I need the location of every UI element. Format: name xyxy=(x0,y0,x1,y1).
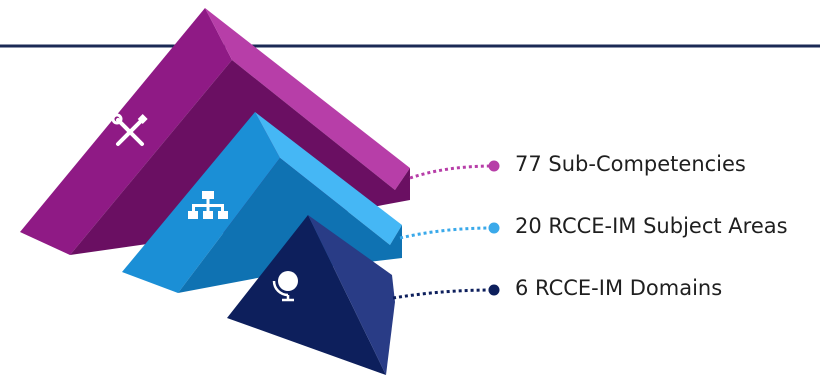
tools-icon xyxy=(111,113,148,146)
tier-domains-shape xyxy=(227,215,395,375)
tier-sub-competencies-top xyxy=(205,8,410,190)
connector-sub-competencies-dot xyxy=(488,160,500,172)
connector-subject-areas xyxy=(399,226,495,240)
tier-subject-areas-label: 20 RCCE-IM Subject Areas xyxy=(515,214,788,238)
tier-subject-areas-front xyxy=(122,112,280,293)
connector-subject-areas-dot xyxy=(488,222,500,234)
connector-domains-dot xyxy=(488,284,500,296)
tier-subject-areas-top xyxy=(255,112,402,245)
tier-sub-competencies-label: 77 Sub-Competencies xyxy=(515,152,746,176)
tier-domains-label: 6 RCCE-IM Domains xyxy=(515,276,723,300)
hierarchy-icon xyxy=(188,191,228,219)
connector-sub-competencies xyxy=(409,164,495,180)
tier-sub-competencies-front xyxy=(20,8,232,255)
tier-domains-right xyxy=(308,215,395,375)
globe-icon xyxy=(272,271,298,302)
tier-domains-front xyxy=(227,215,386,375)
connector-domains xyxy=(392,288,495,300)
